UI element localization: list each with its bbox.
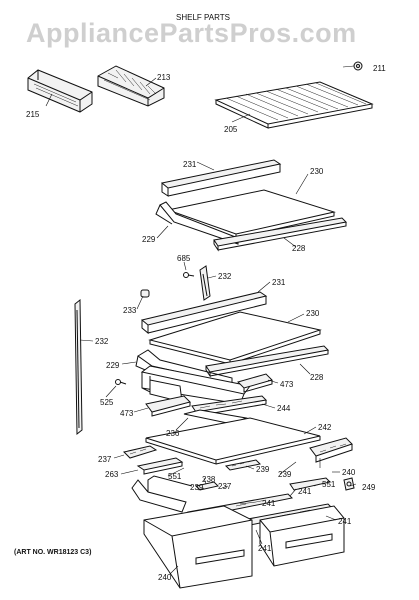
label-242: 242 bbox=[318, 423, 332, 432]
side-rail-right bbox=[309, 437, 353, 463]
label-473-a: 473 bbox=[280, 380, 294, 389]
label-263: 263 bbox=[105, 470, 119, 479]
slide-rail-473-right bbox=[237, 373, 273, 393]
label-205: 205 bbox=[224, 125, 238, 134]
crisper-frame-left bbox=[131, 475, 193, 513]
shelf-rail-231-lower bbox=[140, 291, 268, 335]
label-685: 685 bbox=[177, 254, 191, 263]
door-bin-215 bbox=[27, 69, 93, 113]
wire-shelf-205 bbox=[214, 81, 374, 129]
label-551-b: 551 bbox=[322, 480, 336, 489]
slide-238 bbox=[195, 481, 219, 491]
label-232-b: 232 bbox=[95, 337, 109, 346]
leader-lines bbox=[45, 65, 357, 575]
label-237-b: 237 bbox=[218, 482, 232, 491]
crisper-drawer-240-left bbox=[143, 505, 253, 589]
label-211: 211 bbox=[373, 64, 386, 73]
slide-551-right bbox=[289, 477, 331, 491]
label-239-c: 239 bbox=[190, 483, 204, 492]
label-240-a: 240 bbox=[342, 468, 356, 477]
shelf-trim-228-lower bbox=[205, 345, 330, 378]
shelf-rail-231-upper bbox=[160, 159, 282, 197]
label-241-b: 241 bbox=[298, 487, 312, 496]
label-237-a: 237 bbox=[98, 455, 112, 464]
label-228-a: 228 bbox=[292, 244, 306, 253]
screw-685 bbox=[183, 272, 195, 278]
label-213: 213 bbox=[157, 73, 171, 82]
label-241-d: 241 bbox=[258, 544, 272, 553]
label-238: 238 bbox=[202, 475, 216, 484]
slide-263 bbox=[136, 457, 184, 475]
label-230-b: 230 bbox=[306, 309, 320, 318]
ice-tray-213 bbox=[97, 65, 165, 107]
label-473-b: 473 bbox=[120, 409, 134, 418]
label-240-b: 240 bbox=[158, 573, 172, 582]
part-labels: 215 213 211 205 231 230 229 228 685 232 … bbox=[26, 64, 386, 582]
crisper-cover-242 bbox=[145, 417, 321, 465]
label-231-b: 231 bbox=[272, 278, 286, 287]
label-232-a: 232 bbox=[218, 272, 232, 281]
side-bracket-237-left bbox=[123, 445, 158, 459]
label-551-a: 551 bbox=[168, 472, 182, 481]
label-239-b: 239 bbox=[278, 470, 292, 479]
glass-shelf-230-upper bbox=[166, 189, 336, 239]
frame-236 bbox=[183, 409, 248, 425]
label-230-a: 230 bbox=[310, 167, 324, 176]
label-231-a: 231 bbox=[183, 160, 197, 169]
clip-233 bbox=[140, 289, 150, 298]
diagram-title: SHELF PARTS bbox=[176, 13, 230, 22]
label-215: 215 bbox=[26, 110, 40, 119]
shelf-trim-228-upper bbox=[213, 217, 348, 252]
art-number: (ART NO. WR18123 C3) bbox=[14, 549, 91, 556]
slide-rail-473-left bbox=[145, 395, 191, 417]
knob-211 bbox=[353, 61, 363, 71]
label-249: 249 bbox=[362, 483, 376, 492]
watermark: AppliancePartsPros.com bbox=[26, 18, 357, 48]
label-244: 244 bbox=[277, 404, 291, 413]
label-241-c: 241 bbox=[338, 517, 352, 526]
label-233: 233 bbox=[123, 306, 137, 315]
label-239-a: 239 bbox=[256, 465, 270, 474]
label-229-b: 229 bbox=[106, 361, 120, 370]
bracket-232-left bbox=[74, 298, 83, 436]
label-525: 525 bbox=[100, 398, 114, 407]
support-239-center bbox=[224, 459, 262, 471]
label-228-b: 228 bbox=[310, 373, 324, 382]
label-236: 236 bbox=[166, 429, 180, 438]
bracket-232-center bbox=[199, 265, 211, 301]
screw-525 bbox=[115, 379, 127, 385]
roller-249 bbox=[343, 477, 355, 491]
crisper-drawer-240-right bbox=[259, 505, 345, 567]
label-241-a: 241 bbox=[262, 499, 276, 508]
label-229-a: 229 bbox=[142, 235, 156, 244]
